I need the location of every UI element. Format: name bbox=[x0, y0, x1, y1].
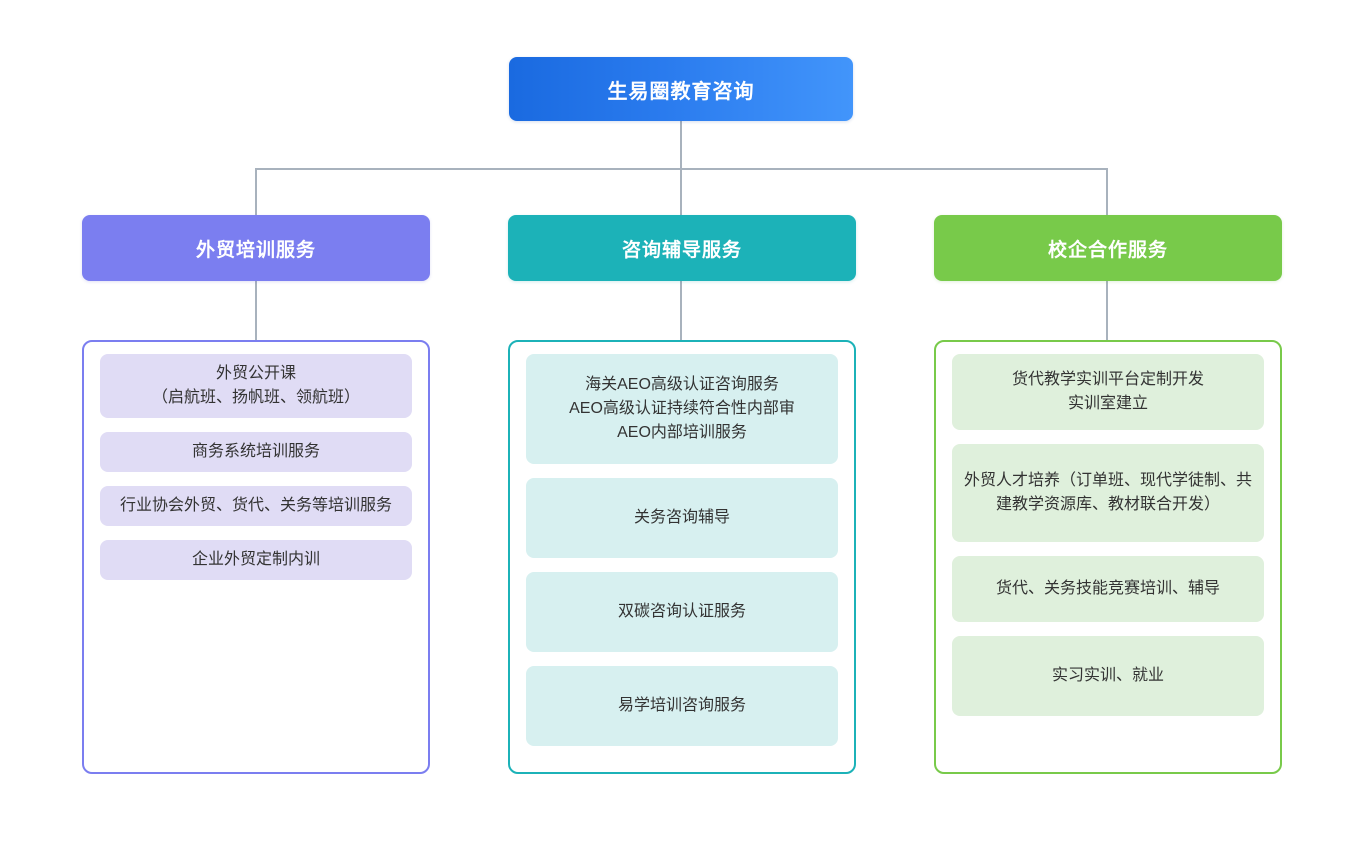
category-header-label: 外贸培训服务 bbox=[195, 239, 316, 261]
connector-right-header-to-box bbox=[1106, 281, 1108, 341]
connector-drop-left bbox=[255, 168, 257, 216]
connector-root-stem bbox=[680, 121, 682, 169]
category-header-foreign-trade-training[interactable]: 外贸培训服务 bbox=[82, 215, 430, 281]
item-text: 货代教学实训平台定制开发 实训室建立 bbox=[1012, 368, 1204, 416]
items-container-school-enterprise-cooperation: 货代教学实训平台定制开发 实训室建立 外贸人才培养（订单班、现代学徒制、共建教学… bbox=[934, 340, 1282, 774]
list-item[interactable]: 实习实训、就业 bbox=[952, 636, 1264, 716]
connector-middle-header-to-box bbox=[680, 281, 682, 341]
branch-column-consulting-tutoring: 咨询辅导服务 bbox=[508, 215, 856, 281]
list-item[interactable]: 商务系统培训服务 bbox=[100, 432, 412, 472]
item-text: 双碳咨询认证服务 bbox=[617, 603, 746, 620]
item-text: 海关AEO高级认证咨询服务 AEO高级认证持续符合性内部审 AEO内部培训服务 bbox=[569, 373, 795, 445]
items-container-consulting-tutoring: 海关AEO高级认证咨询服务 AEO高级认证持续符合性内部审 AEO内部培训服务 … bbox=[508, 340, 856, 774]
category-header-consulting-tutoring[interactable]: 咨询辅导服务 bbox=[508, 215, 856, 281]
category-header-label: 校企合作服务 bbox=[1047, 239, 1168, 261]
item-text: 外贸公开课 （启航班、扬帆班、领航班） bbox=[152, 362, 360, 410]
item-text: 实习实训、就业 bbox=[1051, 667, 1164, 684]
category-header-school-enterprise-cooperation[interactable]: 校企合作服务 bbox=[934, 215, 1282, 281]
list-item[interactable]: 双碳咨询认证服务 bbox=[526, 572, 838, 652]
item-line: （启航班、扬帆班、领航班） bbox=[151, 389, 360, 406]
branch-column-foreign-trade-training: 外贸培训服务 bbox=[82, 215, 430, 281]
item-text: 商务系统培训服务 bbox=[191, 443, 320, 460]
list-item[interactable]: 货代教学实训平台定制开发 实训室建立 bbox=[952, 354, 1264, 430]
connector-left-header-to-box bbox=[255, 281, 257, 341]
item-text: 企业外贸定制内训 bbox=[191, 551, 320, 568]
root-node-label: 生易圈教育咨询 bbox=[607, 80, 755, 103]
root-node[interactable]: 生易圈教育咨询 bbox=[509, 57, 853, 121]
connector-drop-middle bbox=[680, 168, 682, 216]
connector-drop-right bbox=[1106, 168, 1108, 216]
item-line: 货代教学实训平台定制开发 bbox=[1011, 371, 1204, 388]
list-item[interactable]: 关务咨询辅导 bbox=[526, 478, 838, 558]
item-text: 货代、关务技能竞赛培训、辅导 bbox=[995, 580, 1220, 597]
list-item[interactable]: 易学培训咨询服务 bbox=[526, 666, 838, 746]
branch-column-school-enterprise-cooperation: 校企合作服务 bbox=[934, 215, 1282, 281]
list-item[interactable]: 货代、关务技能竞赛培训、辅导 bbox=[952, 556, 1264, 622]
item-text: 外贸人才培养（订单班、现代学徒制、共建教学资源库、教材联合开发） bbox=[963, 472, 1252, 513]
item-line: 实训室建立 bbox=[1067, 395, 1148, 412]
items-container-foreign-trade-training: 外贸公开课 （启航班、扬帆班、领航班） 商务系统培训服务 行业协会外贸、货代、关… bbox=[82, 340, 430, 774]
item-line: AEO高级认证持续符合性内部审 bbox=[569, 400, 795, 417]
item-text: 易学培训咨询服务 bbox=[617, 697, 746, 714]
item-line: AEO内部培训服务 bbox=[617, 424, 747, 441]
list-item[interactable]: 海关AEO高级认证咨询服务 AEO高级认证持续符合性内部审 AEO内部培训服务 bbox=[526, 354, 838, 464]
list-item[interactable]: 行业协会外贸、货代、关务等培训服务 bbox=[100, 486, 412, 526]
category-header-label: 咨询辅导服务 bbox=[621, 239, 742, 261]
list-item[interactable]: 外贸人才培养（订单班、现代学徒制、共建教学资源库、教材联合开发） bbox=[952, 444, 1264, 542]
item-text: 行业协会外贸、货代、关务等培训服务 bbox=[119, 497, 392, 514]
item-line: 外贸公开课 bbox=[215, 365, 296, 382]
item-text: 关务咨询辅导 bbox=[633, 509, 730, 526]
list-item[interactable]: 外贸公开课 （启航班、扬帆班、领航班） bbox=[100, 354, 412, 418]
item-line: 海关AEO高级认证咨询服务 bbox=[585, 376, 779, 393]
list-item[interactable]: 企业外贸定制内训 bbox=[100, 540, 412, 580]
connector-horizontal-bus bbox=[255, 168, 1107, 170]
